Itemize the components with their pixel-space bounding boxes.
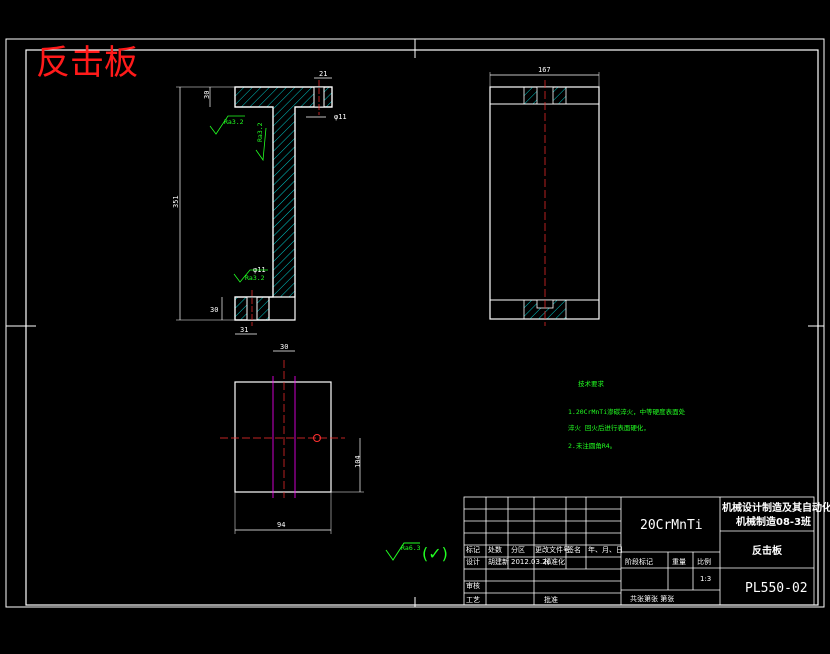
dim-top-hole: φ11 xyxy=(334,113,347,121)
svg-text:处数: 处数 xyxy=(488,545,502,554)
bottom-view: 30 94 104 xyxy=(220,343,364,534)
roughness-symbol-1: Ra3.2 xyxy=(209,115,245,135)
tb-scale: 1:3 xyxy=(700,575,711,583)
notes-line-2: 淬火 回火后进行表面硬化， xyxy=(568,423,650,432)
front-view-section xyxy=(234,86,333,321)
dim-top-height: 30 xyxy=(203,91,211,99)
tb-part-name: 反击板 xyxy=(752,544,783,557)
svg-text:标记: 标记 xyxy=(466,545,480,554)
dim-bottom-top: 30 xyxy=(280,343,288,351)
bottom-view-outline xyxy=(234,381,332,493)
bottom-view-hole xyxy=(313,434,321,442)
svg-text:Ra3.2: Ra3.2 xyxy=(224,118,244,126)
svg-text:签名: 签名 xyxy=(567,545,581,554)
general-roughness: Ra6.3 (✓) xyxy=(385,542,448,563)
svg-text:Ra6.3: Ra6.3 xyxy=(401,544,421,552)
svg-text:分区: 分区 xyxy=(511,545,525,554)
front-view: 21 30 351 30 31 φ11 φ11 Ra3.2 Ra3.2 Ra3.… xyxy=(172,70,347,335)
svg-text:批准: 批准 xyxy=(544,595,558,604)
svg-text:工艺: 工艺 xyxy=(466,596,480,604)
svg-text:Ra3.2: Ra3.2 xyxy=(256,122,264,142)
roughness-symbol-2: Ra3.2 xyxy=(255,122,267,162)
notes-heading: 技术要求 xyxy=(578,379,605,388)
svg-text:设计: 设计 xyxy=(466,557,480,566)
inner-border xyxy=(25,49,819,606)
svg-text:重量: 重量 xyxy=(672,558,686,566)
svg-text:共张第张 第张: 共张第张 第张 xyxy=(630,594,674,603)
dim-total-height: 351 xyxy=(172,195,180,208)
roughness-symbol-3: Ra3.2 xyxy=(233,269,268,283)
svg-text:审核: 审核 xyxy=(466,581,480,590)
svg-text:阶段标记: 阶段标记 xyxy=(625,557,653,566)
tb-school: 机械设计制造及其自动化 xyxy=(722,501,830,514)
dim-bottom-height: 30 xyxy=(210,306,218,314)
dim-side-width: 167 xyxy=(538,66,551,74)
tb-material: 20CrMnTi xyxy=(640,518,703,533)
svg-text:标准化: 标准化 xyxy=(544,557,565,566)
side-view-outline xyxy=(489,86,600,320)
svg-text:Ra3.2: Ra3.2 xyxy=(245,274,265,282)
title-block xyxy=(463,496,815,606)
tb-drawing-no: PL550-02 xyxy=(745,581,808,596)
svg-text:(✓): (✓) xyxy=(422,544,448,563)
dim-bottom-width-94: 94 xyxy=(277,521,285,529)
drawing-title: 反击板 xyxy=(36,43,138,83)
technical-notes: 技术要求 1.20CrMnTi渗碳淬火，中等硬度表面处 淬火 回火后进行表面硬化… xyxy=(568,379,686,450)
dim-top-width: 21 xyxy=(319,70,327,78)
dim-bottom-width: 31 xyxy=(240,326,248,334)
svg-text:比例: 比例 xyxy=(697,557,711,566)
title-block-text: 20CrMnTi 机械设计制造及其自动化 机械制造08-3班 反击板 PL550… xyxy=(466,501,830,604)
tb-class: 机械制造08-3班 xyxy=(736,515,811,528)
dim-bottom-height-104: 104 xyxy=(354,455,362,468)
notes-line-3: 2.未注圆角R4。 xyxy=(568,441,616,450)
svg-text:胡建新: 胡建新 xyxy=(488,557,509,566)
svg-text:更改文件号: 更改文件号 xyxy=(535,545,570,554)
svg-text:2012.03.26: 2012.03.26 xyxy=(511,558,552,566)
svg-text:年、月、日: 年、月、日 xyxy=(588,545,623,554)
side-view: 167 xyxy=(489,66,600,326)
notes-line-1: 1.20CrMnTi渗碳淬火，中等硬度表面处 xyxy=(568,407,686,416)
